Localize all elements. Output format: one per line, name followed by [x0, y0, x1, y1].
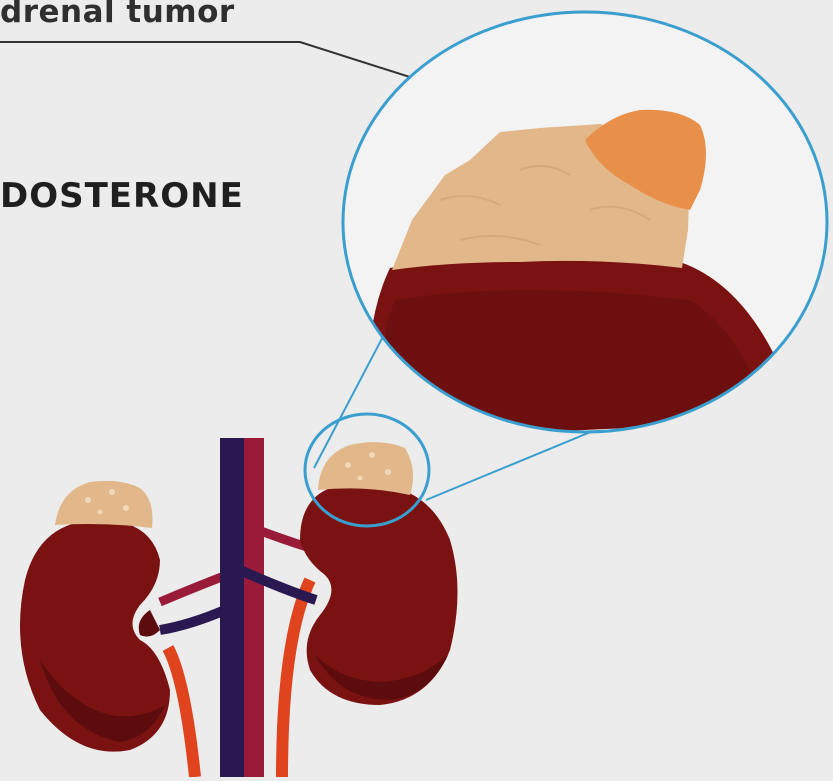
left-ureter: [168, 648, 195, 777]
right-ureter: [282, 580, 310, 777]
left-renal-vein: [160, 610, 225, 630]
right-adrenal-gland: [318, 442, 413, 495]
left-adrenal-gland: [55, 481, 153, 528]
right-kidney: [300, 485, 458, 705]
tumor-label: drenal tumor: [0, 0, 235, 30]
magnifier-connector-bottom: [426, 424, 610, 500]
left-kidney: [20, 520, 170, 752]
magnified-view: [343, 12, 827, 440]
hormone-label: DOSTERONE: [0, 176, 244, 216]
